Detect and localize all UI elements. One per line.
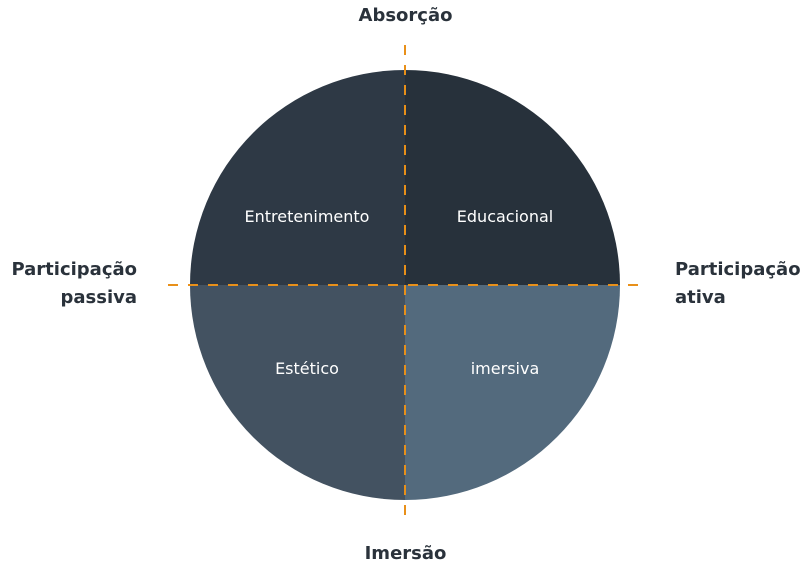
label-educacional: Educacional [457,207,553,226]
axis-label-right-line1: Participação [675,259,801,280]
axis-label-left: Participação passiva [11,256,137,312]
axis-label-left-line2: passiva [60,287,137,308]
label-estetico: Estético [275,359,339,378]
axis-label-bottom: Imersão [364,543,447,564]
quadrant-entretenimento [190,70,405,285]
axis-label-right: Participação ativa [675,256,801,312]
quadrant-estetico [190,285,405,500]
axis-label-top: Absorção [358,5,453,26]
axis-label-left-line1: Participação [11,259,137,280]
label-imersiva: imersiva [471,359,540,378]
quadrant-educacional [405,70,620,285]
label-entretenimento: Entretenimento [245,207,370,226]
quadrant-imersiva [405,285,620,500]
axis-label-right-line2: ativa [675,287,726,308]
